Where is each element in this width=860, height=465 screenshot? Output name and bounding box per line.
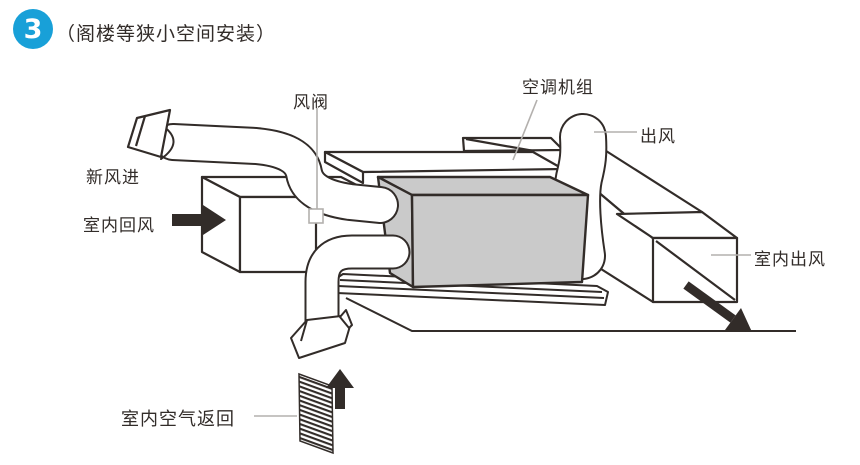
panel-raised-lip	[461, 136, 565, 153]
label-air-outlet: 出风	[640, 127, 676, 147]
grille-up-arrow	[326, 369, 354, 409]
damper-symbol	[308, 208, 324, 224]
label-ac-unit: 空调机组	[522, 78, 594, 98]
return-air-arrow	[172, 205, 226, 235]
ac-unit-box	[376, 175, 590, 289]
page-title: （阁楼等狭小空间安装）	[56, 23, 277, 45]
airflow-arrows	[172, 205, 752, 409]
ac-unit-leader	[512, 99, 538, 161]
label-damper: 风阀	[293, 93, 329, 113]
bottom-elbow-pipe	[304, 234, 411, 340]
pipe-flare	[290, 309, 353, 359]
outlet-arrow-head	[725, 308, 752, 332]
label-indoor-air-return: 室内空气返回	[121, 409, 235, 430]
outlet-arrow-shaft	[683, 281, 736, 323]
label-indoor-air-outlet: 室内出风	[754, 250, 826, 270]
return-air-grille	[298, 372, 334, 455]
step-number-badge: 3	[13, 9, 53, 49]
label-indoor-return-air: 室内回风	[83, 216, 155, 236]
fresh-air-inlet-cap	[126, 108, 172, 159]
floor-line	[345, 297, 796, 332]
leader-lines	[254, 99, 751, 417]
label-fresh-air-in: 新风进	[86, 168, 140, 188]
